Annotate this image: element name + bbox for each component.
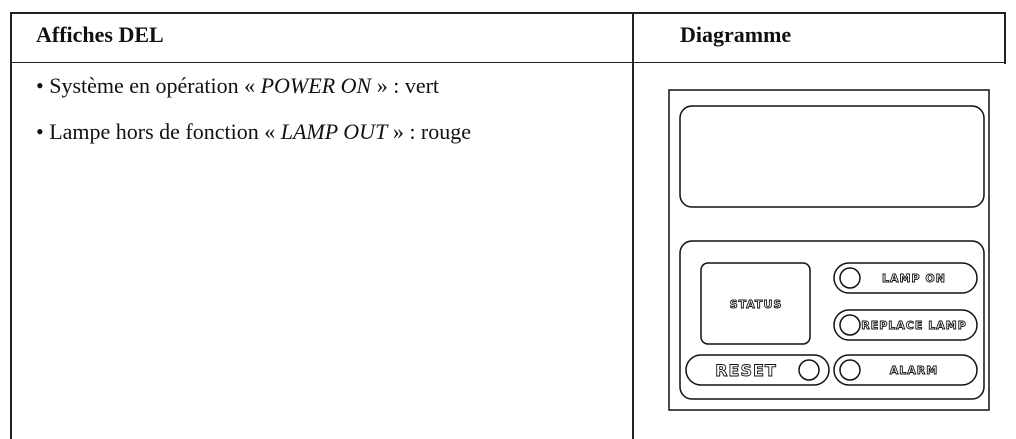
table-top-border (10, 12, 1006, 14)
display-window (679, 105, 985, 208)
replace-lamp-indicator (833, 309, 978, 341)
bullet-power-on: • Système en opération « POWER ON » : ve… (36, 73, 440, 98)
column-separator (632, 12, 634, 439)
header-led-displays: Affiches DEL (36, 22, 164, 47)
lamp-on-led (839, 267, 861, 289)
table-right-border (1004, 12, 1006, 64)
lamp-on-label: LAMP ON (882, 272, 946, 285)
replace-lamp-label: REPLACE LAMP (861, 319, 967, 332)
reset-button[interactable] (685, 354, 830, 386)
led-bullet-list: • Système en opération « POWER ON » : ve… (36, 72, 471, 164)
lamp-on-indicator (833, 262, 978, 294)
alarm-led (839, 359, 861, 381)
control-panel-diagram: STATUS LAMP ON REPLACE LAMP RESET ALARM (668, 89, 1006, 412)
panel-svg: STATUS LAMP ON REPLACE LAMP RESET ALARM (668, 89, 990, 411)
reset-label: RESET (715, 361, 777, 380)
alarm-indicator (833, 354, 978, 386)
alarm-label: ALARM (890, 364, 938, 377)
header-separator (10, 62, 1006, 63)
led-table: Affiches DEL Diagramme • Système en opér… (10, 12, 1006, 439)
status-box (700, 262, 811, 345)
table-left-border (10, 12, 12, 439)
status-label: STATUS (730, 298, 783, 311)
bullet-lamp-out: • Lampe hors de fonction « LAMP OUT » : … (36, 119, 472, 144)
replace-lamp-led (839, 314, 861, 336)
reset-led (798, 359, 820, 381)
header-diagram: Diagramme (680, 22, 792, 47)
